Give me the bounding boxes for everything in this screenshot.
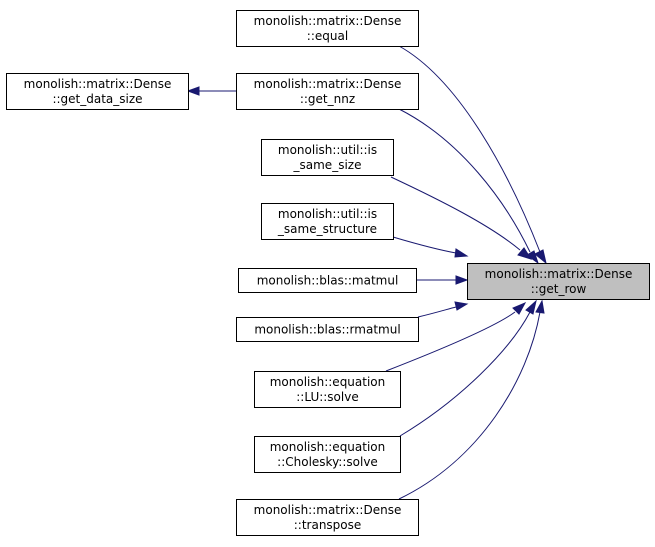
edge-get_row-to-matmul (416, 275, 469, 285)
node-box[interactable] (6, 73, 189, 110)
arrowhead-icon (512, 301, 527, 315)
node-box[interactable] (236, 499, 419, 536)
node-box[interactable] (236, 10, 419, 47)
edge-line (399, 311, 531, 437)
node-label-line: monolish::matrix::Dense (254, 14, 402, 28)
arrowhead-icon (517, 247, 533, 260)
arrowhead-icon (454, 248, 469, 258)
edge-line (398, 45, 541, 253)
node-box[interactable] (254, 436, 401, 473)
node-label-line: ::get_nnz (300, 92, 355, 106)
node-label-line: ::Cholesky::solve (277, 455, 378, 469)
edge-get_row-to-transpose (398, 299, 545, 500)
node-label-line: monolish::util::is (278, 207, 377, 221)
edge-line (390, 176, 521, 251)
edge-line (385, 311, 516, 372)
node-box[interactable] (236, 73, 419, 110)
node-label-line: ::LU::solve (296, 390, 358, 404)
node-label-line: ::get_data_size (52, 92, 142, 106)
arrowhead-icon (534, 249, 547, 265)
node-is_same_size[interactable]: monolish::util::is_same_size (261, 139, 394, 176)
node-get_row[interactable]: monolish::matrix::Dense::get_row (467, 263, 650, 300)
arrowhead-icon (525, 299, 537, 315)
node-label-line: _same_structure (277, 222, 377, 236)
node-matmul[interactable]: monolish::blas::matmul (238, 268, 417, 293)
arrowhead-icon (186, 86, 200, 96)
node-label-line: monolish::blas::matmul (257, 274, 399, 288)
edge-line (417, 306, 457, 318)
node-label-line: monolish::equation (270, 375, 386, 389)
edge-get_row-to-cholesky_solve (399, 299, 537, 437)
node-label-line: monolish::blas::rmatmul (254, 323, 400, 337)
node-cholesky_solve[interactable]: monolish::equation::Cholesky::solve (254, 436, 401, 473)
node-transpose[interactable]: monolish::matrix::Dense::transpose (236, 499, 419, 536)
node-label-line: ::equal (307, 29, 348, 43)
node-label-line: ::transpose (294, 518, 362, 532)
arrowhead-icon (455, 275, 469, 285)
edge-get_nnz-to-get_data_size (186, 86, 236, 96)
node-label-line: monolish::util::is (278, 143, 377, 157)
node-equal[interactable]: monolish::matrix::Dense::equal (236, 10, 419, 47)
node-rmatmul[interactable]: monolish::blas::rmatmul (236, 317, 419, 342)
edge-line (392, 236, 457, 254)
node-label-line: monolish::matrix::Dense (485, 267, 633, 281)
edge-get_row-to-is_same_structure (392, 236, 469, 258)
node-get_data_size[interactable]: monolish::matrix::Dense::get_data_size (6, 73, 189, 110)
node-lu_solve[interactable]: monolish::equation::LU::solve (254, 371, 401, 408)
edge-get_row-to-get_nnz (398, 108, 539, 265)
edge-line (398, 108, 531, 253)
arrowhead-icon (454, 301, 469, 311)
node-box[interactable] (467, 263, 650, 300)
node-box[interactable] (261, 139, 394, 176)
arrowhead-icon (526, 250, 539, 265)
edge-get_row-to-equal (398, 45, 547, 265)
node-label-line: ::get_row (531, 282, 587, 296)
node-label-line: monolish::matrix::Dense (254, 77, 402, 91)
node-box[interactable] (261, 203, 394, 240)
edge-get_row-to-rmatmul (417, 301, 469, 318)
edge-get_row-to-is_same_size (390, 176, 533, 260)
node-label-line: _same_size (293, 158, 362, 172)
node-box[interactable] (236, 317, 419, 342)
node-box[interactable] (254, 371, 401, 408)
node-is_same_structure[interactable]: monolish::util::is_same_structure (261, 203, 394, 240)
node-label-line: monolish::equation (270, 440, 386, 454)
node-label-line: monolish::matrix::Dense (24, 77, 172, 91)
edge-line (398, 311, 541, 500)
node-get_nnz[interactable]: monolish::matrix::Dense::get_nnz (236, 73, 419, 110)
arrowhead-icon (535, 299, 545, 314)
node-box[interactable] (238, 268, 417, 293)
node-label-line: monolish::matrix::Dense (254, 503, 402, 517)
edge-get_row-to-lu_solve (385, 301, 527, 372)
